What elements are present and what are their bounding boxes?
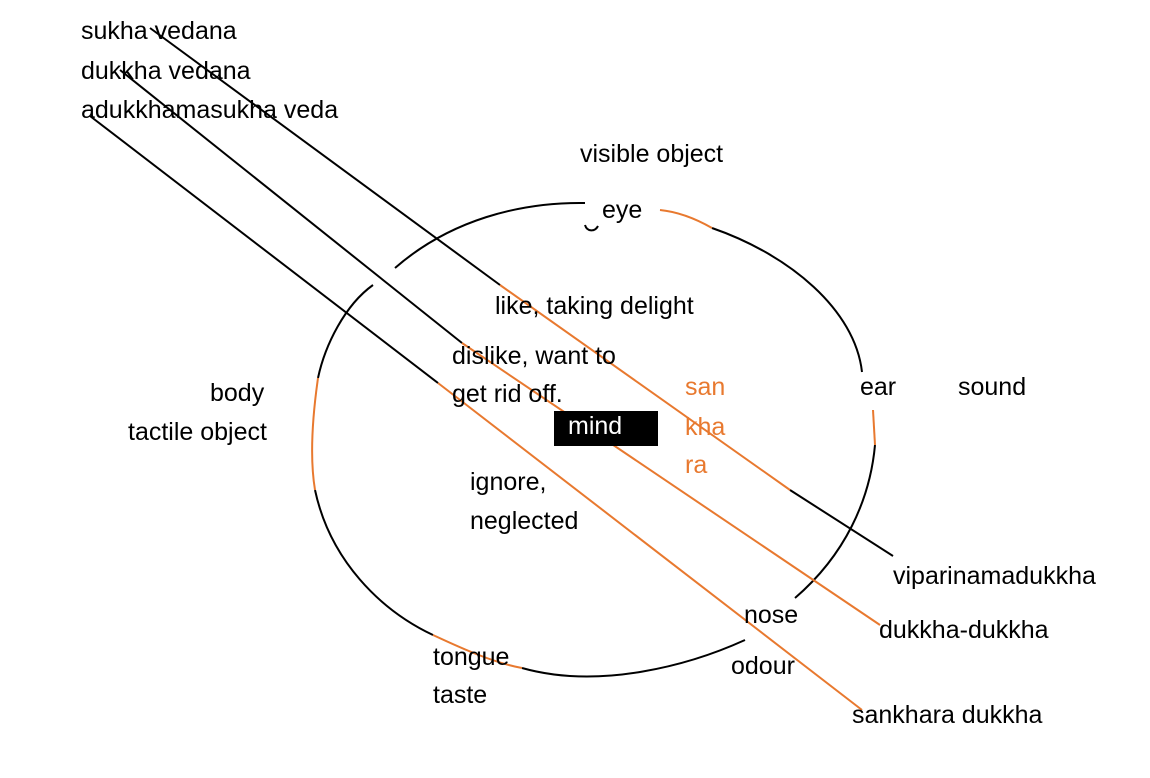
label-like: like, taking delight	[495, 292, 694, 320]
label-dukkha-vedana: dukkha vedana	[81, 57, 251, 85]
label-sankhara-dukkha: sankhara dukkha	[852, 701, 1043, 729]
label-tongue: tongue	[433, 643, 510, 671]
circle-arc-left	[317, 284, 374, 379]
circle-arc-body-tongue	[314, 489, 434, 636]
mind-box: mind	[554, 411, 658, 446]
circle-orange-eye	[659, 209, 713, 229]
label-ignore-line2: neglected	[470, 507, 579, 535]
label-nose: nose	[744, 601, 799, 629]
label-sankhara-1: san	[685, 373, 726, 401]
label-sankhara-2: kha	[685, 413, 726, 441]
label-taste: taste	[433, 681, 488, 709]
circle-arc-eye-hook	[584, 224, 599, 232]
line-ignore-to-sankhara-dukkha	[437, 382, 863, 711]
label-eye: eye	[602, 196, 643, 224]
label-visible-object: visible object	[580, 140, 724, 168]
label-body: body	[210, 379, 265, 407]
circle-orange-body	[311, 377, 319, 491]
line-like-to-viparinama	[499, 284, 791, 491]
line-viparinamadukkha	[789, 489, 894, 557]
line-sukha-vedana	[149, 27, 501, 286]
line-dislike-to-dukkha-dukkha	[461, 342, 881, 626]
circle-arc-tongue-nose	[521, 639, 746, 678]
label-adukkhamasukha-vedana: adukkhamasukha veda	[81, 96, 339, 124]
label-sound: sound	[958, 373, 1027, 401]
label-ignore-line1: ignore,	[470, 468, 547, 496]
label-odour: odour	[731, 652, 795, 680]
label-dislike-line2: get rid off.	[452, 380, 563, 408]
circle-arc-eye-ear	[711, 227, 863, 373]
line-dukkha-vedana	[119, 69, 463, 344]
circle-orange-tongue	[432, 634, 523, 669]
label-ear: ear	[860, 373, 897, 401]
circle-orange-ear	[872, 409, 876, 446]
label-tactile-object: tactile object	[128, 418, 267, 446]
circle-arc-ear-nose	[794, 444, 876, 599]
label-sukha-vedana: sukha vedana	[81, 17, 237, 45]
label-viparinamadukkha: viparinamadukkha	[893, 562, 1096, 590]
label-dislike-line1: dislike, want to	[452, 342, 616, 370]
circle-arc-top-left	[394, 201, 586, 269]
line-adukkhamasukha-vedana	[89, 115, 439, 384]
label-dukkha-dukkha: dukkha-dukkha	[879, 616, 1049, 644]
label-sankhara-3: ra	[685, 451, 708, 479]
